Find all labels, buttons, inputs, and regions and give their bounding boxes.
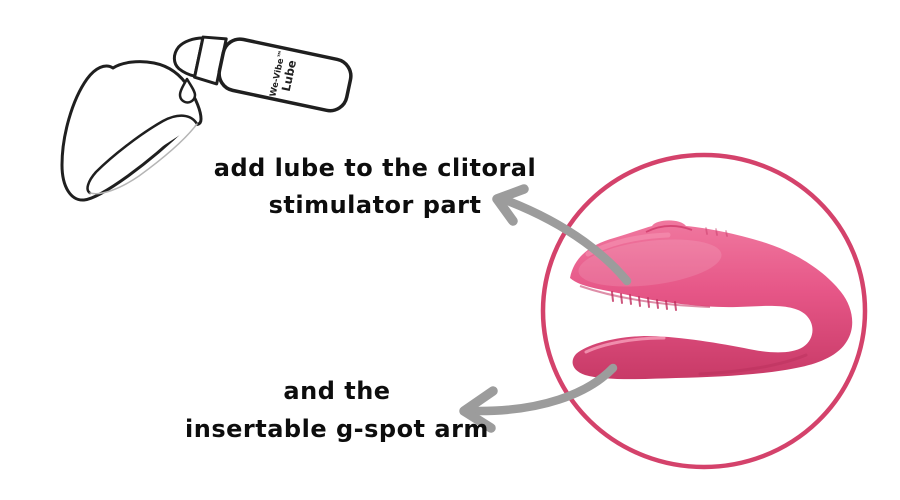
lube-bottle-drawing: We-Vibe™ Lube [172, 35, 353, 113]
arrow-head-icon [492, 184, 529, 226]
device-outline-inner-arm-faint-edge [89, 123, 198, 195]
arrow-shaft [503, 196, 632, 286]
caption-line: stimulator part [268, 191, 482, 219]
caption-line: insertable g-spot arm [185, 415, 489, 443]
product-top-ridges [705, 227, 728, 237]
lower-arm-sheen [584, 336, 666, 354]
device-outline-inner-arm [86, 114, 199, 195]
arrow-to-gspot-arm [459, 363, 618, 433]
product-highlight [578, 239, 722, 287]
arrow-to-clitoral-stimulator [492, 184, 632, 286]
bottle-body [217, 37, 353, 113]
caption-clitoral-stimulator: add lube to the clitoral stimulator part [205, 150, 545, 224]
device-outline-drawing [60, 60, 203, 202]
caption-line: and the [283, 377, 391, 405]
arrow-head-icon [459, 386, 498, 433]
arrow-shaft [469, 363, 618, 416]
caption-gspot-arm: and the insertable g-spot arm [167, 372, 507, 448]
product-button-seam [645, 225, 693, 233]
product-photo [570, 220, 853, 380]
caption-line: add lube to the clitoral [213, 154, 537, 182]
lube-drop-icon [178, 77, 197, 104]
bend-shadow [698, 353, 808, 376]
product-ridges [611, 291, 677, 311]
highlight-circle [540, 152, 868, 470]
device-outline-body [60, 60, 203, 202]
bottle-product-label: Lube [279, 59, 299, 93]
